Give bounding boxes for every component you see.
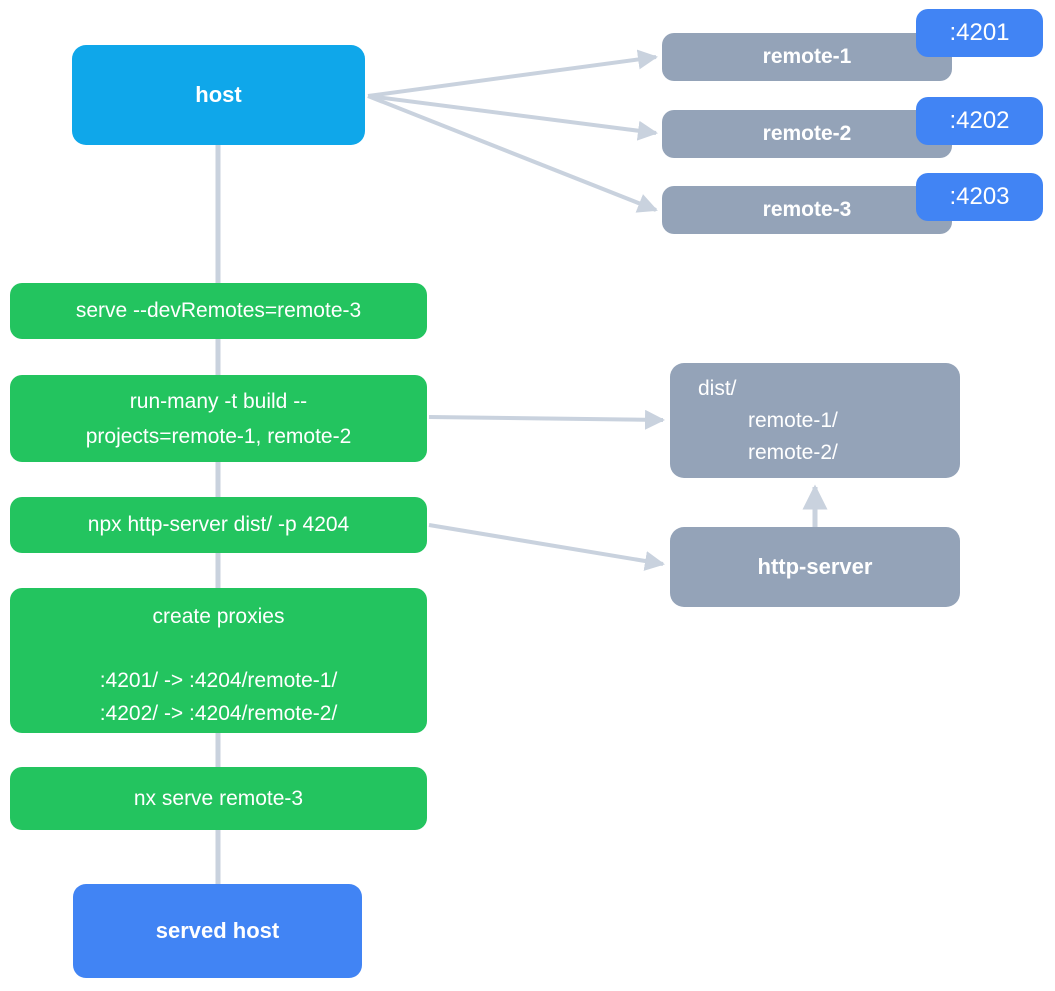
arrow-httpcmd-to-httpserver xyxy=(428,523,665,571)
remote-2-node: remote-2 xyxy=(662,110,952,158)
proxy-mapping-1: :4201/ -> :4204/remote-1/ xyxy=(99,669,338,692)
step-build-node: run-many -t build -- projects=remote-1, … xyxy=(10,375,427,462)
step-serve-remote3-node: nx serve remote-3 xyxy=(10,767,427,830)
remote-1-label: remote-1 xyxy=(762,45,852,68)
port-badge-4203: :4203 xyxy=(916,173,1043,221)
arrow-host-to-remote-3 xyxy=(367,94,658,213)
host-node: host xyxy=(72,45,365,145)
arrow-host-to-remote-2 xyxy=(367,94,658,141)
step-build-line-1: run-many -t build -- xyxy=(129,389,308,413)
port-badge-4202: :4202 xyxy=(916,97,1043,145)
step-serve-label: serve --devRemotes=remote-3 xyxy=(75,299,362,322)
port-badge-4201: :4201 xyxy=(916,9,1043,57)
step-build-line-2: projects=remote-1, remote-2 xyxy=(85,424,352,448)
dist-folder-line-3: remote-2/ xyxy=(748,440,838,464)
served-host-node: served host xyxy=(73,884,362,978)
remote-3-label: remote-3 xyxy=(762,198,852,221)
served-host-label: served host xyxy=(155,918,280,943)
proxy-mapping-2: :4202/ -> :4204/remote-2/ xyxy=(99,702,338,725)
dist-folder-node: dist/ remote-1/ remote-2/ xyxy=(670,363,960,478)
http-server-node: http-server xyxy=(670,527,960,607)
step-serve-remote3-label: nx serve remote-3 xyxy=(133,786,304,810)
step-http-server-cmd-node: npx http-server dist/ -p 4204 xyxy=(10,497,427,553)
remote-3-node: remote-3 xyxy=(662,186,952,234)
host-label: host xyxy=(195,82,242,107)
create-proxies-title: create proxies xyxy=(152,605,285,628)
arrow-host-to-remote-1 xyxy=(367,49,658,98)
arrow-build-to-dist xyxy=(428,409,665,430)
remote-1-node: remote-1 xyxy=(662,33,952,81)
proxy-mappings: :4201/ -> :4204/remote-1/ :4202/ -> :420… xyxy=(100,664,338,730)
port-badge-4203-label: :4203 xyxy=(949,183,1010,210)
remote-2-label: remote-2 xyxy=(762,122,852,145)
step-create-proxies-node: create proxies :4201/ -> :4204/remote-1/… xyxy=(10,588,427,733)
http-server-label: http-server xyxy=(757,554,873,579)
port-badge-4202-label: :4202 xyxy=(949,107,1010,134)
dist-folder-line-2: remote-1/ xyxy=(748,408,838,432)
step-serve-node: serve --devRemotes=remote-3 xyxy=(10,283,427,339)
dist-folder-line-1: dist/ xyxy=(698,376,737,400)
step-http-server-cmd-label: npx http-server dist/ -p 4204 xyxy=(87,513,350,536)
port-badge-4201-label: :4201 xyxy=(949,19,1010,46)
